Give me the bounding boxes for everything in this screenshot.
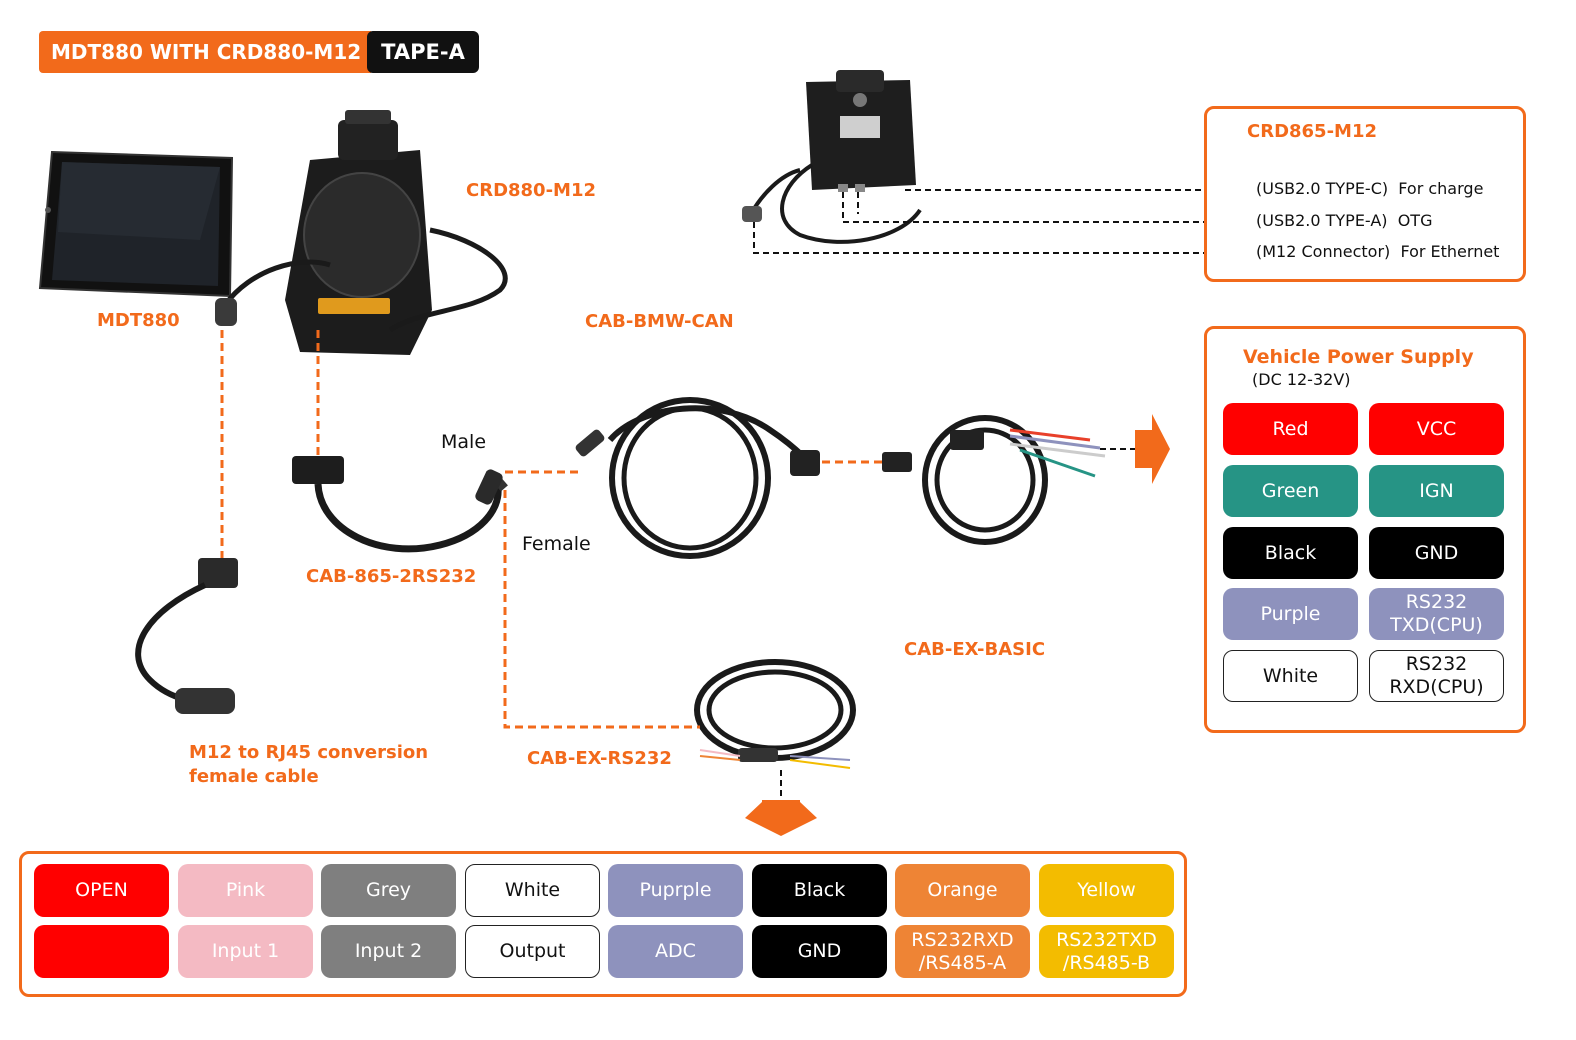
label-male: Male (441, 431, 487, 453)
label-cab-bmw-can: CAB-BMW-CAN (585, 311, 734, 332)
arrow-right-icon (1135, 414, 1170, 484)
cab-bmw-can-image (575, 397, 820, 559)
label-m12-rj45-line1: M12 to RJ45 conversion (189, 742, 429, 763)
ps-color-pill: White (1223, 650, 1358, 702)
cab-865-2rs232-image (292, 456, 508, 553)
wire-color-pill: Grey (321, 864, 456, 917)
ps-color-pill: Black (1223, 527, 1358, 579)
label-mdt880: MDT880 (97, 310, 180, 331)
port-connector: (USB2.0 TYPE-A) (1256, 211, 1388, 230)
port-purpose: For Ethernet (1400, 242, 1500, 261)
port-leader-lines (753, 189, 1255, 800)
cab-ex-basic-image (882, 415, 1106, 545)
wire-color-pill: Black (752, 864, 887, 917)
ps-color-pill: Red (1223, 403, 1358, 455)
wire-color-pill: Pink (178, 864, 313, 917)
wire-color-pill: Orange (895, 864, 1030, 917)
wire-function-pill: Input 2 (321, 925, 456, 978)
port-purpose: For charge (1398, 179, 1484, 198)
power-supply-title: Vehicle Power Supply (1243, 346, 1474, 368)
label-cab-ex-basic: CAB-EX-BASIC (904, 639, 1046, 660)
wire-color-pill: Yellow (1039, 864, 1174, 917)
port-purpose: OTG (1397, 211, 1433, 230)
wire-function-pill: Output (465, 925, 600, 978)
ps-color-pill: Green (1223, 465, 1358, 517)
wire-color-pill: White (465, 864, 600, 917)
power-supply-subtitle: (DC 12-32V) (1252, 370, 1351, 389)
ps-signal-pill: VCC (1369, 403, 1504, 455)
label-cab-ex-rs232: CAB-EX-RS232 (527, 748, 672, 769)
label-female: Female (522, 533, 591, 555)
crd865-box (1204, 106, 1526, 282)
page-title: MDT880 WITH CRD880-M12 (39, 31, 372, 73)
wire-function-pill: Input 1 (178, 925, 313, 978)
crd880-cradle-image (215, 110, 508, 355)
connection-lines (220, 330, 882, 729)
wire-function-pill: ADC (608, 925, 743, 978)
wire-color-pill: Puprple (608, 864, 743, 917)
wire-function-pill: GND (752, 925, 887, 978)
wire-function-pill (34, 925, 169, 978)
m12-rj45-cable-image (135, 558, 238, 714)
label-m12-rj45-line2: female cable (189, 766, 319, 787)
crd865-title: CRD865-M12 (1247, 121, 1378, 142)
title-bar: MDT880 WITH CRD880-M12 TAPE-A (39, 31, 479, 73)
port-connector: (M12 Connector) (1256, 242, 1391, 261)
wire-function-pill: RS232TXD /RS485-B (1039, 925, 1174, 978)
mdt880-tablet-image (38, 150, 234, 298)
arrow-down-icon (745, 800, 817, 836)
crd865-cradle-image (742, 70, 922, 244)
ps-signal-pill: RS232 RXD(CPU) (1369, 650, 1504, 702)
port-connector: (USB2.0 TYPE-C) (1256, 179, 1389, 198)
cab-ex-rs232-image (694, 659, 856, 769)
port-row-type-c: (USB2.0 TYPE-C) For charge (1256, 179, 1483, 198)
ps-signal-pill: GND (1369, 527, 1504, 579)
wire-function-pill: RS232RXD /RS485-A (895, 925, 1030, 978)
title-tag: TAPE-A (367, 31, 479, 73)
port-row-type-a: (USB2.0 TYPE-A) OTG (1256, 211, 1432, 230)
wire-color-pill: OPEN (34, 864, 169, 917)
ps-color-pill: Purple (1223, 588, 1358, 640)
label-crd880: CRD880-M12 (466, 180, 597, 201)
ps-signal-pill: RS232 TXD(CPU) (1369, 588, 1504, 640)
port-row-m12: (M12 Connector) For Ethernet (1256, 242, 1499, 261)
label-cab-865-2rs232: CAB-865-2RS232 (306, 566, 477, 587)
ps-signal-pill: IGN (1369, 465, 1504, 517)
